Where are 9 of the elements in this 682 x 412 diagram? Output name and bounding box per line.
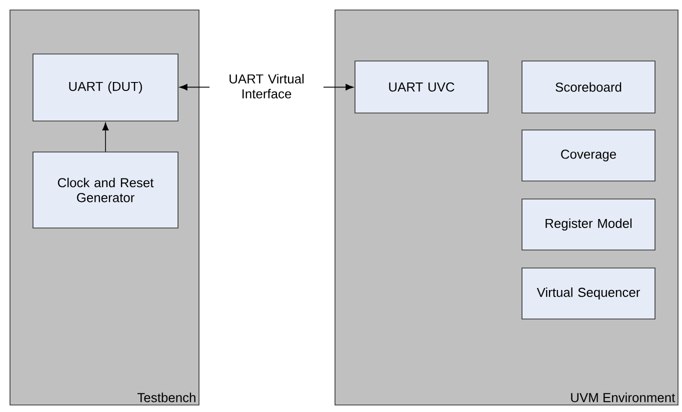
component-box: Scoreboard bbox=[522, 60, 656, 114]
edge-label: UART Virtual Interface bbox=[210, 72, 324, 100]
component-box: Virtual Sequencer bbox=[522, 268, 656, 320]
arrow bbox=[102, 122, 109, 152]
component-box: Register Model bbox=[522, 198, 656, 250]
component-box: Coverage bbox=[522, 130, 656, 182]
component-box: Clock and Reset Generator bbox=[32, 152, 178, 228]
component-box: UART (DUT) bbox=[32, 54, 178, 122]
component-box: UART UVC bbox=[354, 60, 488, 114]
